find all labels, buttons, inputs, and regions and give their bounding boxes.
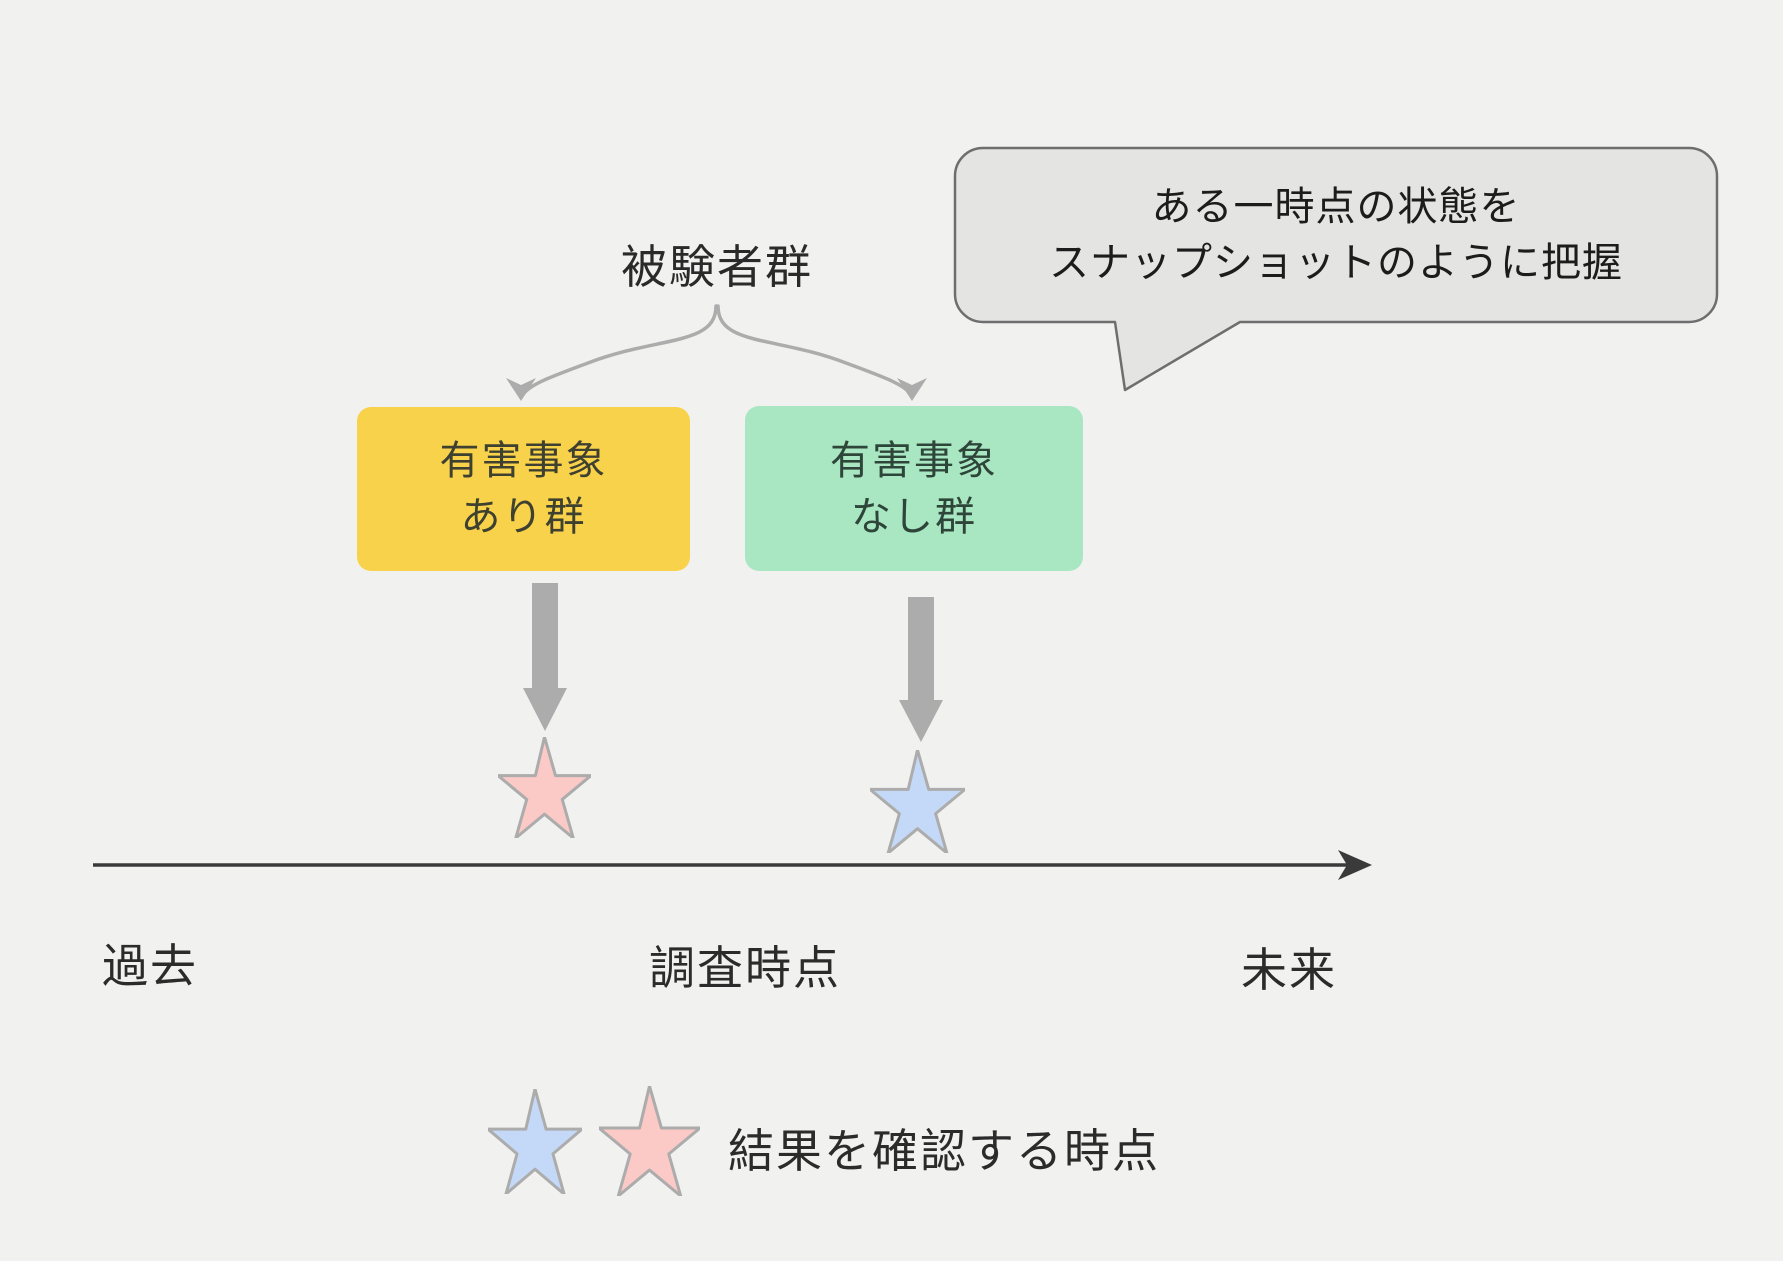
brace-arrow-left [520,304,718,398]
legend-star-icon-blue [488,1089,582,1194]
speech-bubble-line2: スナップショットのように把握 [1049,241,1623,285]
star-icon-blue-main [870,750,965,853]
no-adverse-event-group-line1: 有害事象 [830,438,998,483]
timeline-label-future: 未来 [1241,944,1337,996]
timeline-label-survey-point: 調査時点 [649,942,841,994]
no-adverse-event-group-box: 有害事象 なし群 [745,406,1083,571]
brace-arrowhead-left-icon [506,378,536,401]
star-icon-pink-main [498,737,591,838]
no-adverse-event-group-line2: なし群 [851,494,977,539]
down-arrow-left-icon [523,583,567,731]
brace-arrowhead-right-icon [897,378,927,401]
speech-bubble-text: ある一時点の状態を スナップショットのように把握 [955,148,1717,322]
legend-star-icon-pink [599,1086,700,1196]
legend-label: 結果を確認する時点 [728,1125,1160,1177]
adverse-event-group-line2: あり群 [460,495,587,539]
adverse-event-group-box: 有害事象 あり群 [357,407,690,571]
timeline-label-past: 過去 [102,940,198,992]
brace-arrow-right [716,304,914,398]
subject-group-label: 被験者群 [621,241,813,293]
speech-bubble-line1: ある一時点の状態を [1151,185,1521,229]
timeline-arrowhead-icon [1338,850,1372,880]
down-arrow-right-icon [899,597,943,742]
adverse-event-group-line1: 有害事象 [439,439,608,483]
